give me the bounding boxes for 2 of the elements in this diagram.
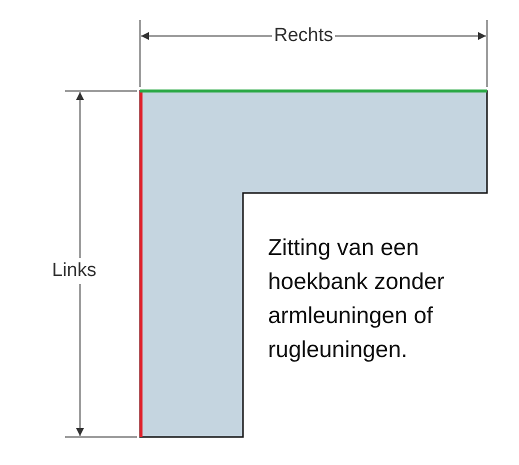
note-text: Zitting van een hoekbank zonder armleuningen of rugleuningen. [268,233,446,364]
dimension-label: Links [52,258,96,284]
